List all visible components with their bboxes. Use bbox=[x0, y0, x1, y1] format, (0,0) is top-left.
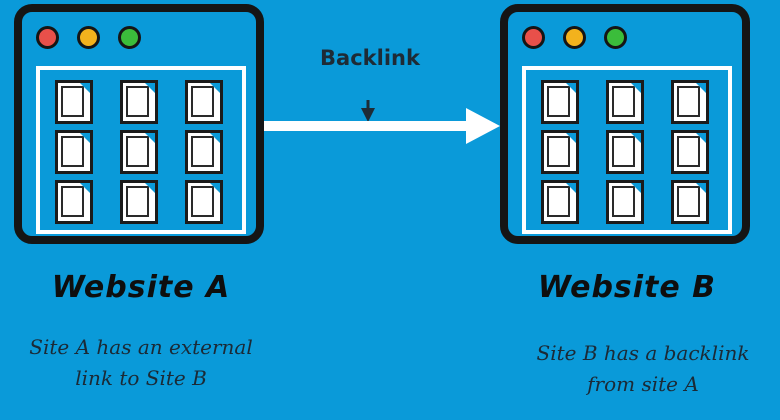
maximize-dot-icon bbox=[118, 26, 141, 49]
website-a-description: Site A has an external link to Site B bbox=[4, 332, 278, 394]
page-icon bbox=[185, 80, 223, 124]
page-icon bbox=[55, 130, 93, 174]
page-icon bbox=[671, 80, 709, 124]
page-icon bbox=[55, 80, 93, 124]
minimize-dot-icon bbox=[563, 26, 586, 49]
close-dot-icon bbox=[522, 26, 545, 49]
page-icon bbox=[541, 130, 579, 174]
backlink-arrow bbox=[264, 100, 500, 144]
page-icon bbox=[55, 180, 93, 224]
website-a-screen bbox=[36, 66, 246, 234]
page-icon bbox=[671, 180, 709, 224]
page-icon bbox=[606, 80, 644, 124]
arrow-shaft bbox=[264, 121, 468, 131]
page-icon bbox=[541, 180, 579, 224]
website-a-window bbox=[14, 4, 264, 244]
backlink-label: Backlink bbox=[320, 46, 420, 70]
pointer-arrowhead-icon bbox=[361, 108, 375, 122]
website-b-description: Site B has a backlink from site A bbox=[506, 338, 780, 400]
minimize-dot-icon bbox=[77, 26, 100, 49]
page-icon bbox=[671, 130, 709, 174]
page-icon bbox=[606, 180, 644, 224]
close-dot-icon bbox=[36, 26, 59, 49]
website-b-window bbox=[500, 4, 750, 244]
description-line: link to Site B bbox=[75, 366, 207, 390]
page-icon bbox=[120, 80, 158, 124]
description-line: Site B has a backlink bbox=[536, 341, 750, 365]
page-icon bbox=[185, 130, 223, 174]
website-b-title: Website B bbox=[537, 270, 717, 305]
description-line: from site A bbox=[587, 372, 699, 396]
website-b-screen bbox=[522, 66, 732, 234]
description-line: Site A has an external bbox=[29, 335, 253, 359]
website-a-title: Website A bbox=[51, 270, 231, 305]
arrowhead-icon bbox=[466, 108, 500, 144]
page-icon bbox=[541, 80, 579, 124]
page-icon bbox=[606, 130, 644, 174]
page-icon bbox=[120, 180, 158, 224]
page-icon bbox=[185, 180, 223, 224]
page-icon bbox=[120, 130, 158, 174]
maximize-dot-icon bbox=[604, 26, 627, 49]
